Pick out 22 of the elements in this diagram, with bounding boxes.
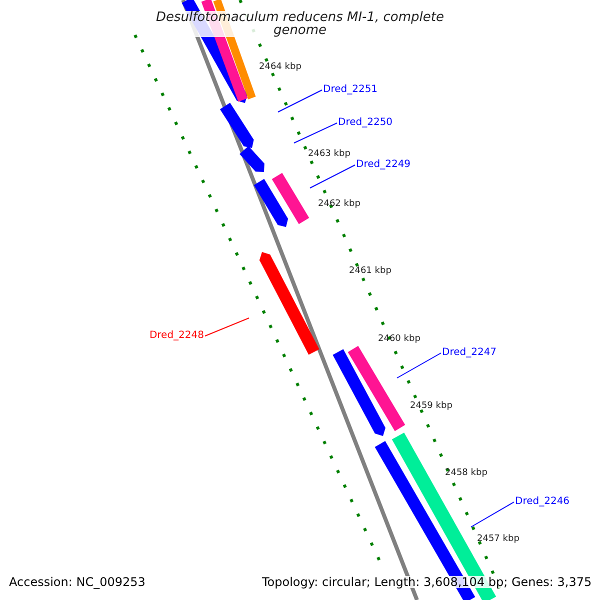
leader-line	[294, 122, 338, 144]
scale-label: 2464 kbp	[259, 63, 302, 72]
gene-label: Dred_2248	[149, 331, 204, 341]
gene-label: Dred_2250	[338, 118, 393, 128]
footer-text: Accession: NC_009253	[9, 576, 146, 588]
leader-line	[470, 502, 514, 528]
leader-line	[204, 318, 250, 336]
leader-line	[310, 164, 356, 188]
scale-label: 2459 kbp	[410, 402, 452, 411]
footer-text: Topology: circular; Length: 3,608,104 bp; Genes: 3,375	[262, 576, 592, 588]
gene-label: Dred_2247	[442, 348, 497, 358]
scale-label: 2460 kbp	[378, 335, 420, 344]
gene-label: Dred_2251	[323, 85, 378, 95]
gene-label: Dred_2246	[515, 497, 570, 507]
scale-label: 2457 kbp	[477, 535, 520, 544]
leader-line	[278, 90, 322, 112]
scale-label: 2462 kbp	[318, 200, 360, 209]
leader-line	[396, 352, 442, 378]
scale-label: 2461 kbp	[349, 267, 392, 276]
scale-label: 2463 kbp	[308, 150, 350, 159]
scale-label: 2458 kbp	[445, 469, 488, 478]
gene-label: Dred_2249	[356, 160, 411, 170]
